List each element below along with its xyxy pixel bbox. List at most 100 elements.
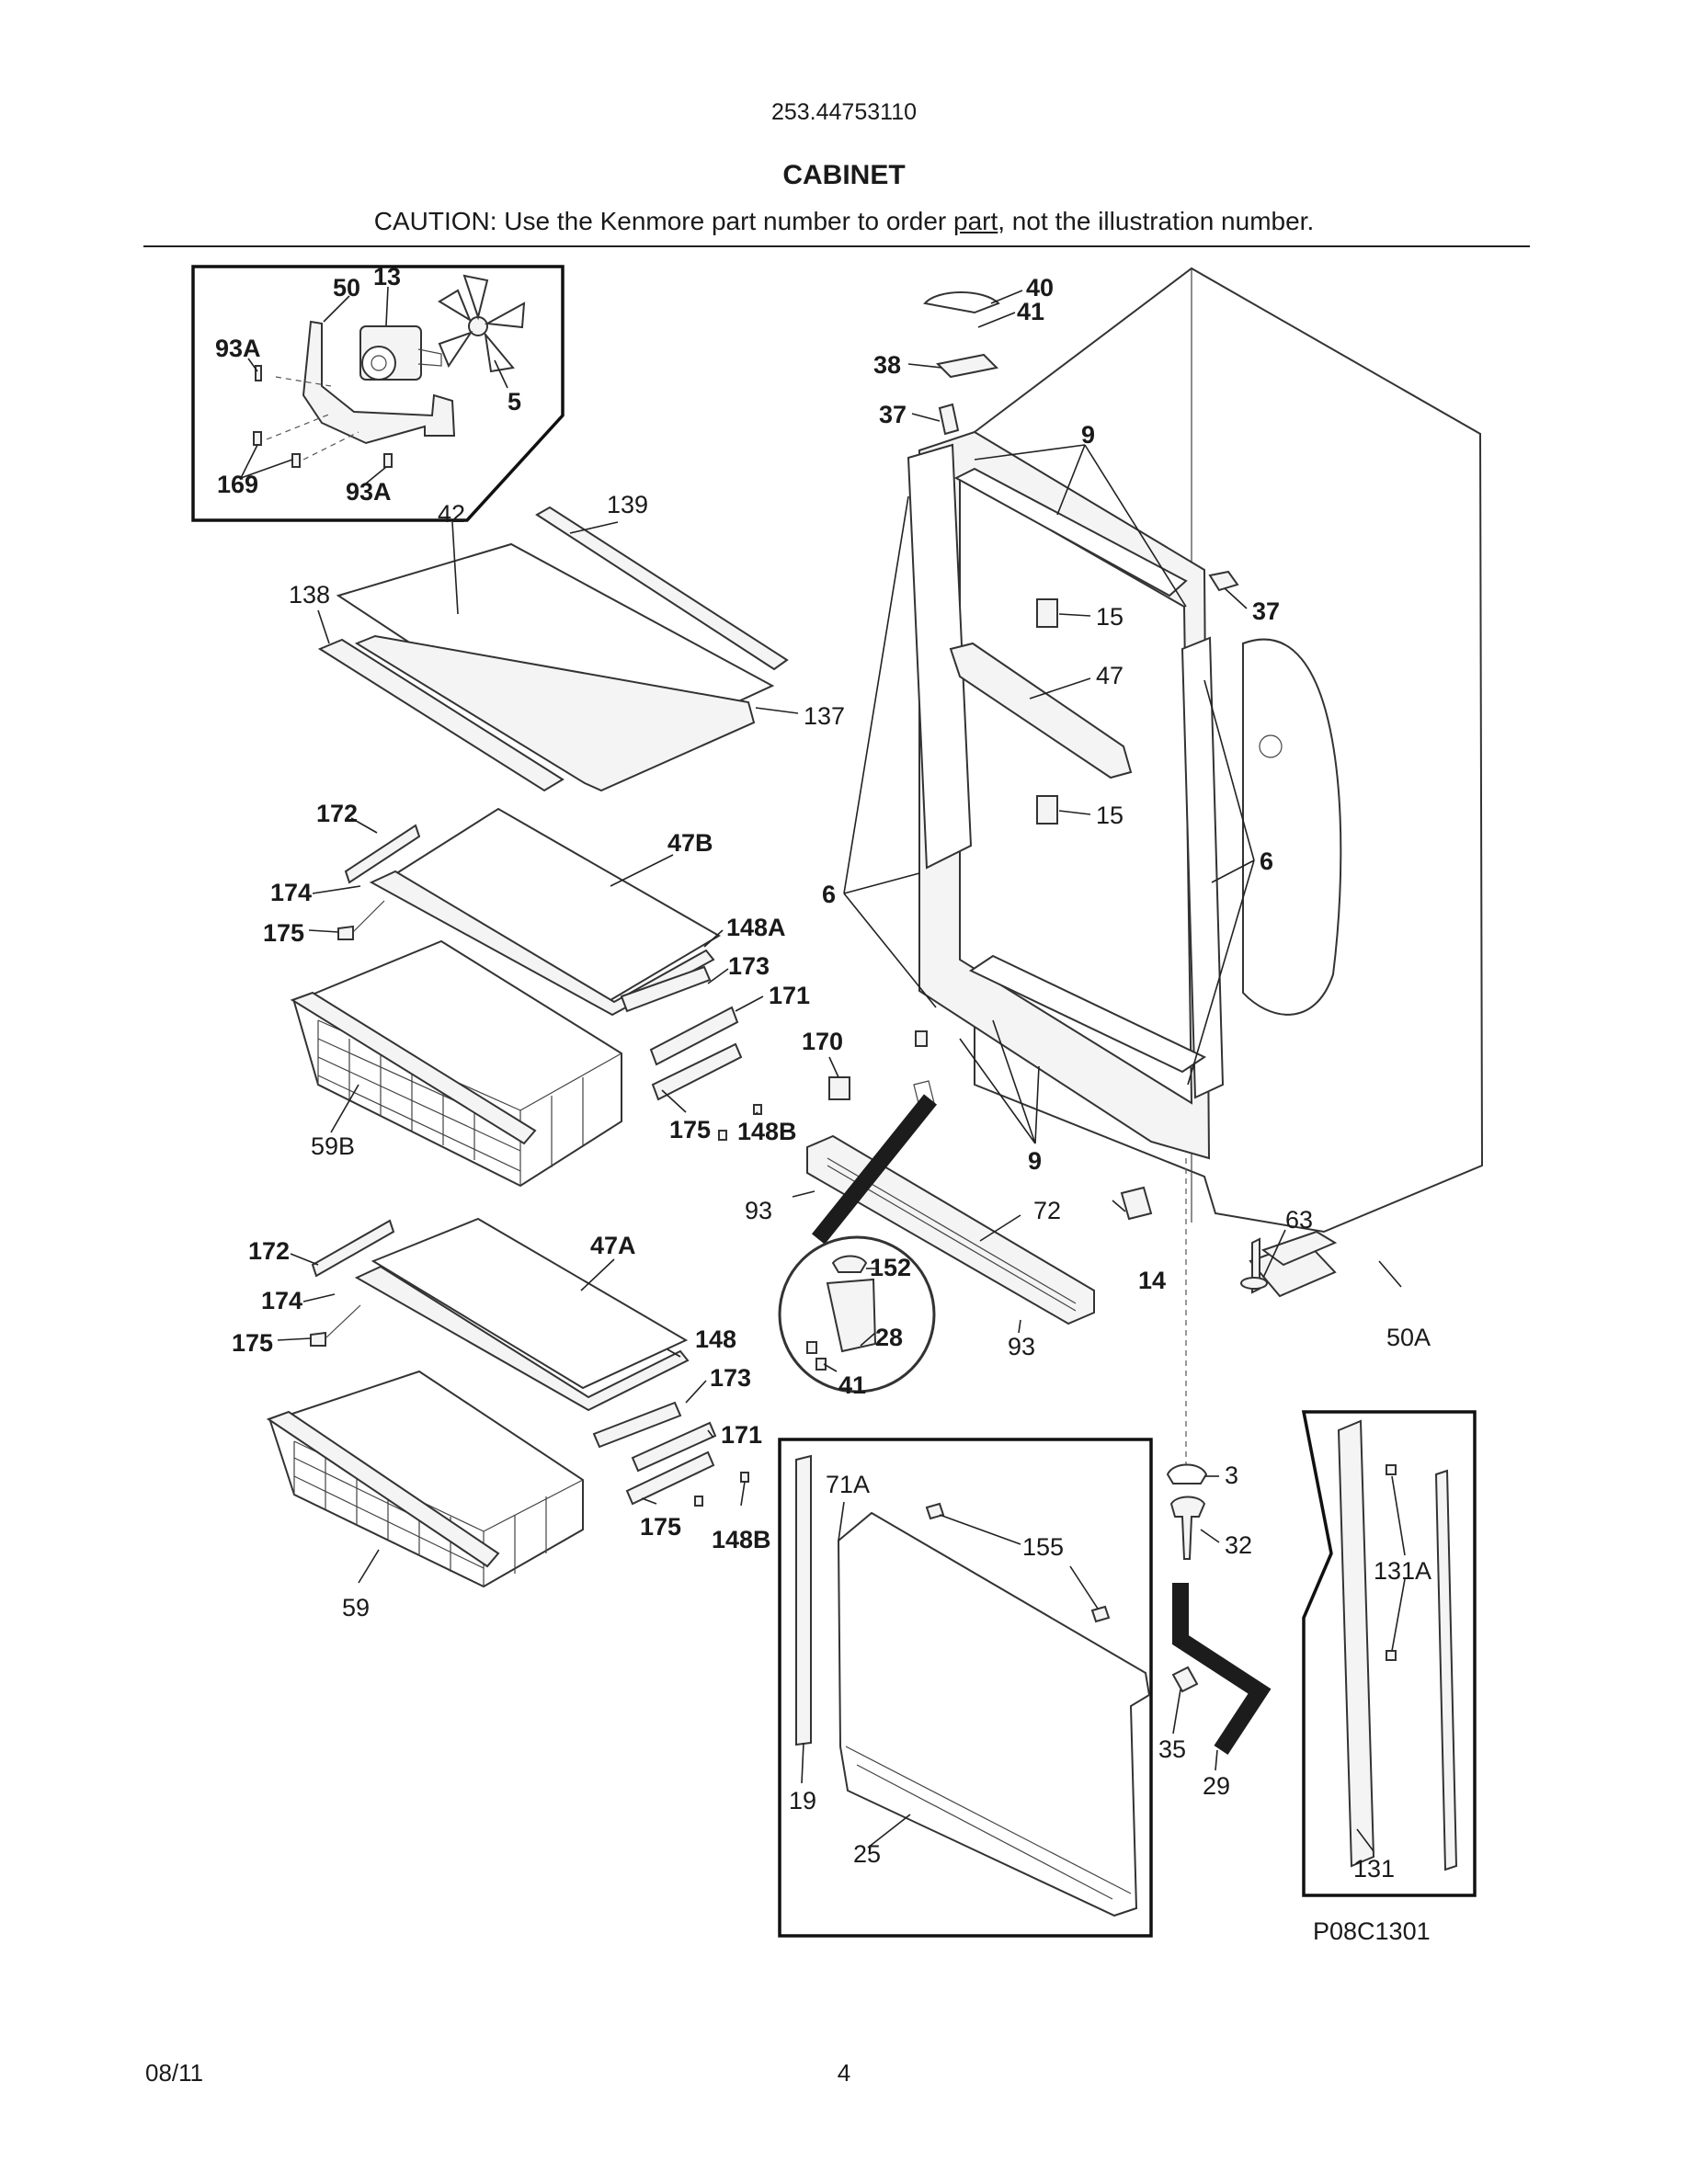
header-divider: [143, 245, 1530, 247]
caution-text-start: CAUTION: Use the Kenmore part number to …: [373, 207, 953, 235]
right-parts-group: [1166, 1410, 1477, 1897]
lower-shelf-glass: [371, 1217, 689, 1390]
lower-center-group: [778, 1030, 1402, 1471]
callout-label: 6: [822, 881, 836, 908]
callout-label: 175: [232, 1329, 273, 1357]
callout-label: 40: [1026, 274, 1054, 301]
callout-label: 47: [1096, 662, 1123, 689]
callout-label: 93: [1008, 1333, 1035, 1360]
hinge-top: [935, 353, 999, 379]
hose-clamp: [1171, 1666, 1199, 1693]
shelf-rail-back: [535, 506, 789, 671]
hinge-pin-left: [938, 403, 960, 436]
footer-date: 08/11: [145, 2059, 204, 2087]
page-title: CABINET: [782, 160, 906, 190]
callout-label: 29: [1203, 1772, 1230, 1800]
callout-label: 47A: [590, 1232, 636, 1259]
callout-label: 37: [879, 401, 907, 428]
door-panel: [837, 1511, 1151, 1917]
upper-shelf-bracket: [344, 824, 421, 884]
door-bracket: [949, 642, 1133, 779]
lower-shelf-bracket: [311, 1219, 395, 1278]
callout-label: 93: [745, 1197, 772, 1224]
door-panel-inset: [778, 1438, 1153, 1938]
callout-label: 35: [1158, 1735, 1186, 1763]
callout-label: 175: [669, 1116, 711, 1143]
cabinet-leaders: [843, 290, 1255, 1144]
callout-label: 41: [1017, 298, 1044, 325]
callout-label: 131: [1353, 1855, 1395, 1883]
callout-label: 175: [263, 919, 304, 947]
callout-label: 25: [853, 1840, 881, 1868]
callout-label: 6: [1260, 847, 1273, 875]
shelf-rail-front: [317, 638, 565, 792]
rail-long: [1337, 1419, 1375, 1868]
callout-label: 41: [838, 1371, 866, 1399]
callout-label: 93A: [346, 478, 392, 506]
callout-label: 50A: [1386, 1324, 1431, 1351]
callout-label: 19: [789, 1787, 816, 1814]
cabinet-body: [907, 267, 1484, 1234]
lower-shelf-clip: [310, 1331, 326, 1347]
callout-label: 174: [270, 879, 312, 906]
callout-label: 9: [1028, 1147, 1042, 1175]
callout-label: 13: [373, 263, 401, 290]
hinge-pin-right: [1208, 570, 1239, 592]
callout-label: 59B: [311, 1132, 355, 1160]
callout-label: 148B: [737, 1118, 797, 1145]
defrost-switch: [1120, 1186, 1153, 1221]
upper-shelf-frame: [369, 870, 715, 1017]
callout-label: 155: [1022, 1533, 1064, 1561]
callout-label: 152: [870, 1254, 911, 1281]
drain-clip: [828, 1076, 850, 1100]
callout-label: 15: [1096, 802, 1123, 829]
door-switch-lower: [1036, 795, 1058, 825]
drain-plug: [1169, 1496, 1206, 1560]
diagram-reference: P08C1301: [1313, 1917, 1431, 1945]
callout-label: 170: [802, 1028, 843, 1055]
rail-short: [1434, 1469, 1458, 1871]
upper-basket-group: [290, 807, 850, 1188]
callout-label: 174: [261, 1287, 302, 1314]
callout-label: 32: [1225, 1531, 1252, 1559]
top-shelf-group: [317, 506, 799, 792]
callout-label: 71A: [826, 1471, 870, 1498]
callout-label: 148A: [726, 914, 786, 941]
gasket-left: [907, 443, 973, 870]
callout-labels: 50 13 93A 5 169 93A 40 41 38 37 9 37 15 …: [215, 263, 1431, 1945]
lower-shelf-frame: [354, 1265, 690, 1412]
callout-label: 139: [607, 491, 648, 518]
shelf-frame: [354, 634, 756, 792]
callout-label: 50: [333, 274, 360, 301]
fan-motor-inset: [191, 265, 565, 522]
callout-label: 137: [804, 702, 845, 730]
callout-label: 173: [728, 952, 770, 980]
caution-text-underlined: part: [953, 207, 998, 235]
callout-label: 148B: [712, 1526, 771, 1553]
caution-note: CAUTION: Use the Kenmore part number to …: [0, 207, 1688, 236]
upper-basket: [290, 939, 622, 1188]
callout-label: 3: [1225, 1462, 1238, 1489]
hinge-cover: [923, 291, 1000, 314]
lower-basket-group: [266, 1217, 749, 1588]
page-number: 4: [837, 2059, 851, 2087]
callout-label: 59: [342, 1594, 370, 1621]
callout-label: 93A: [215, 335, 261, 362]
callout-label: 38: [873, 351, 901, 379]
caution-text-end: , not the illustration number.: [998, 207, 1315, 235]
callout-label: 28: [875, 1324, 903, 1351]
callout-label: 63: [1285, 1206, 1313, 1234]
callout-label: 172: [316, 800, 358, 827]
door-trim: [795, 1454, 812, 1746]
gasket-bottom: [968, 954, 1207, 1074]
callout-label: 175: [640, 1513, 681, 1541]
gasket-top: [953, 467, 1188, 597]
callout-label: 138: [289, 581, 330, 609]
callout-label: 14: [1138, 1267, 1166, 1294]
callout-label: 171: [769, 982, 810, 1009]
callout-label: 131A: [1374, 1557, 1431, 1585]
callout-label: 172: [248, 1237, 290, 1265]
fan-blade: [438, 274, 526, 373]
drain-cap: [1166, 1463, 1208, 1484]
